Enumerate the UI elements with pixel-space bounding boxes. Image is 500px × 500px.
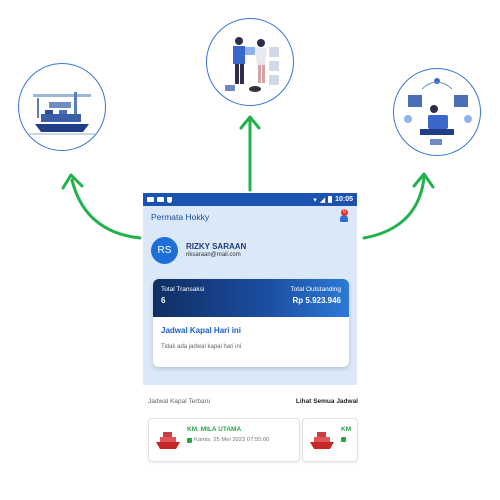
stats-banner: Total Transaksi 6 Total Outstanding Rp 5… [153, 279, 349, 317]
ship-icon [156, 432, 180, 449]
total-transaksi-value: 6 [161, 296, 166, 305]
arrow-up-head [239, 115, 261, 130]
ship-name: KM [341, 426, 352, 433]
ship-schedule-card[interactable]: KM. MILA UTAMA Kamis, 25 Mei 2023 07:55:… [148, 418, 300, 462]
profile-section: RS RIZKY SARAAN riksaraan@mail.com [143, 232, 357, 268]
user-email: riksaraan@mail.com [186, 252, 241, 258]
phone-screen: ▾ ◢ 10:05 Permata Hokky 0 RS RIZKY SARAA… [143, 193, 357, 385]
summary-card: Total Transaksi 6 Total Outstanding Rp 5… [153, 279, 349, 367]
delivery-illustration [206, 18, 294, 106]
total-outstanding-value: Rp 5.923.946 [292, 296, 341, 305]
app-notification-icon [157, 197, 164, 202]
arrow-right-head [412, 172, 435, 189]
delivery-people-icon [225, 37, 279, 92]
app-bar: Permata Hokky 0 [143, 206, 357, 228]
latest-schedule-title: Jadwal Kapal Terbaru [148, 398, 211, 405]
see-all-schedule-link[interactable]: Lihat Semua Jadwal [295, 398, 358, 405]
jadwal-empty-text: Tidak ada jadwal kapal hari ini [161, 344, 242, 350]
shield-icon [167, 196, 172, 203]
calendar-icon [341, 437, 346, 442]
app-notification-icon [147, 197, 154, 202]
ship-schedule-card[interactable]: KM [302, 418, 358, 462]
total-transaksi-label: Total Transaksi [161, 286, 205, 293]
wifi-icon: ▾ [313, 196, 317, 204]
calendar-icon [187, 437, 192, 443]
ship-date: Kamis, 25 Mei 2023 07:55:00 [194, 437, 270, 443]
ship-name: KM. MILA UTAMA [187, 426, 242, 433]
port-cranes-icon [29, 92, 95, 135]
ship-date-row [341, 437, 348, 442]
logistics-illustration [393, 68, 481, 156]
ship-date-row: Kamis, 25 Mei 2023 07:55:00 [187, 437, 269, 443]
avatar: RS [151, 236, 178, 264]
latest-schedule-header: Jadwal Kapal Terbaru Lihat Semua Jadwal [148, 398, 358, 405]
status-bar: ▾ ◢ 10:05 [143, 193, 357, 206]
user-name: RIZKY SARAAN [186, 242, 247, 251]
notification-badge: 0 [341, 209, 348, 216]
battery-icon [328, 196, 333, 203]
arrow-right [362, 176, 426, 240]
clock: 10:05 [335, 196, 353, 203]
port-illustration [18, 63, 106, 151]
signal-icon: ◢ [319, 196, 326, 204]
jadwal-hari-ini-title: Jadwal Kapal Hari ini [161, 326, 242, 335]
arrow-left-head [61, 173, 84, 190]
ship-icon [310, 432, 334, 449]
arrow-left [70, 178, 142, 240]
total-outstanding-label: Total Outstanding [290, 286, 341, 293]
app-title: Permata Hokky [151, 212, 210, 222]
logistics-network-icon [404, 78, 472, 145]
notification-bell-icon[interactable]: 0 [339, 209, 349, 223]
